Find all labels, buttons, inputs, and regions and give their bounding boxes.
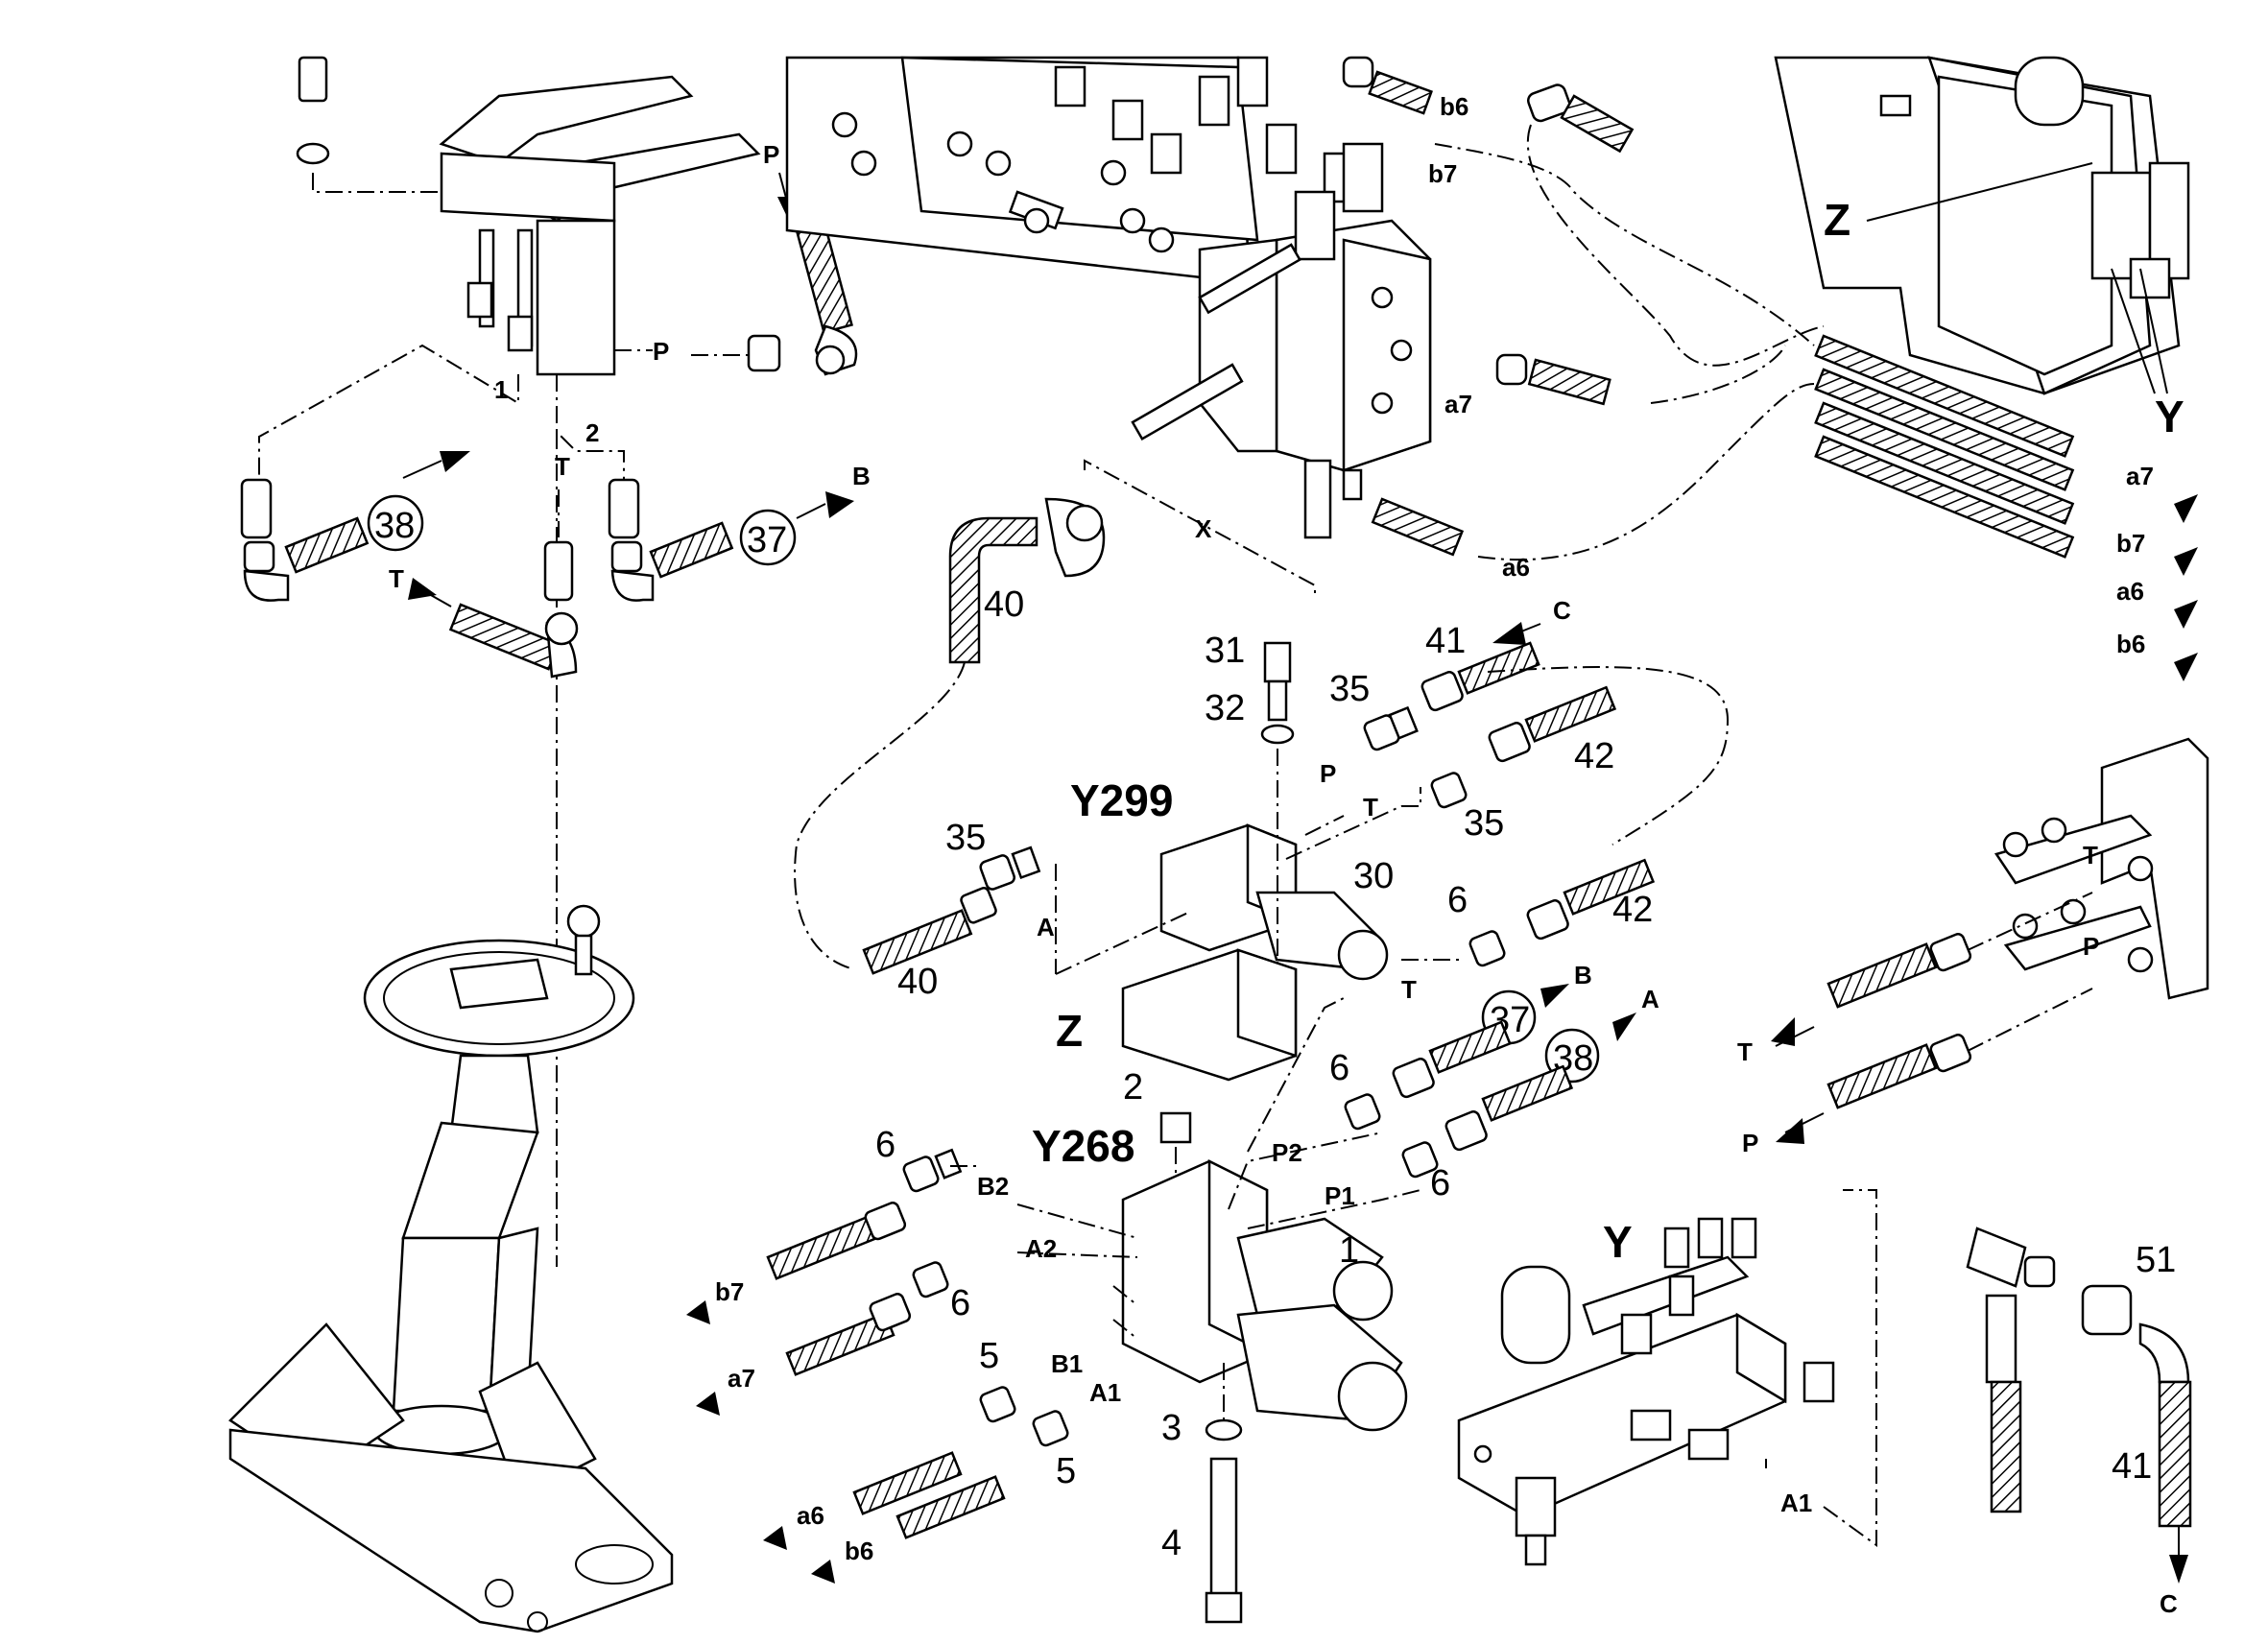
port-label: B (852, 462, 871, 490)
callout-32: 32 (1205, 688, 1245, 728)
fittings-Y268-left: 6 B2 b7 A2 6 a7 5 B1 A1 5 a6 b6 (686, 1125, 1121, 1584)
fittings-Y299-left: 35 40 (862, 818, 1041, 1002)
port-label: C (1553, 596, 1571, 625)
port-label: P1 (1325, 1181, 1355, 1210)
port-label: T (2083, 841, 2098, 870)
callout-6: 6 (1447, 880, 1468, 920)
hose-bundle-right: a7 b7 a6 b6 (1814, 334, 2198, 681)
port-label: T (555, 452, 570, 481)
port-label: A1 (1780, 1489, 1812, 1517)
callout-30: 30 (1353, 856, 1394, 896)
callout-6: 6 (950, 1283, 970, 1323)
fittings-top-left: A 38 37 B T T (240, 451, 871, 679)
port-label: a7 (1444, 390, 1472, 418)
port-label: b6 (2116, 630, 2145, 658)
port-label: b7 (2116, 529, 2145, 558)
cabinet-assembly: Z Y (1774, 56, 2190, 441)
port-label: P (1320, 759, 1336, 788)
port-label: C (2160, 1589, 2178, 1618)
callout-41: 41 (2112, 1446, 2152, 1487)
port-label: 1 (494, 375, 508, 404)
callout-3: 3 (1161, 1408, 1182, 1448)
callout-5: 5 (1056, 1451, 1076, 1491)
callout-40: 40 (984, 584, 1024, 625)
port-label: A (1641, 985, 1659, 1013)
port-label: B1 (1051, 1349, 1083, 1378)
callout-38: 38 (374, 506, 415, 546)
port-label: T (1363, 793, 1378, 822)
port-label: b7 (1428, 159, 1457, 188)
control-valve-block: b6 b7 a7 a6 X (785, 56, 1825, 595)
port-label: a6 (1502, 553, 1530, 582)
port-label: T (1737, 1037, 1753, 1066)
port-label: B2 (977, 1172, 1009, 1201)
pedal-valve: P 1 2 (258, 56, 761, 1267)
callout-42: 42 (1612, 890, 1653, 930)
callout-40: 40 (897, 962, 938, 1002)
port-label: 2 (585, 418, 599, 447)
label-Z-mid: Z (1056, 1006, 1083, 1056)
fittings-Y268-right: B 37 A 38 6 6 (1329, 961, 1659, 1203)
label-Y268: Y268 (1032, 1121, 1134, 1171)
port-label: a7 (2126, 462, 2154, 490)
callout-6: 6 (1329, 1048, 1349, 1088)
steering-column (228, 904, 674, 1633)
label-Y299: Y299 (1070, 775, 1173, 825)
port-label: P (1742, 1129, 1758, 1157)
hose-40-top: 40 (794, 497, 1106, 970)
manifold-right: T P T P (1737, 737, 2209, 1157)
callout-51: 51 (2136, 1240, 2176, 1280)
port-label: P (2083, 932, 2099, 961)
callout-31: 31 (1205, 631, 1245, 671)
callout-6: 6 (875, 1125, 895, 1165)
port-label: T (1401, 975, 1417, 1004)
callout-4: 4 (1161, 1523, 1182, 1563)
callout-5: 5 (979, 1336, 999, 1376)
hose-P-top: P (747, 140, 858, 376)
callout-35: 35 (1329, 669, 1370, 709)
port-label: B (1574, 961, 1592, 989)
valve-Y299: 31 32 Y299 30 P T A Z (1037, 631, 1421, 1082)
port-label: a7 (728, 1364, 755, 1393)
callout-35: 35 (1464, 803, 1504, 844)
callout-37: 37 (747, 520, 787, 560)
port-label: A1 (1089, 1378, 1121, 1407)
callout-41: 41 (1425, 621, 1466, 661)
port-label: T (389, 564, 404, 593)
callout-1: 1 (1339, 1230, 1359, 1271)
valve-Y268: 2 Y268 1 3 4 P2 P1 (1016, 997, 1421, 1624)
callout-2: 2 (1123, 1067, 1143, 1108)
label-Y-bottom: Y (1603, 1217, 1633, 1267)
fittings-Y299-right: C 41 35 42 35 6 42 T (1329, 596, 1730, 1004)
label-Y-top: Y (2155, 392, 2184, 441)
port-label: b6 (1440, 92, 1468, 121)
callout-42: 42 (1574, 736, 1614, 776)
port-label: P2 (1272, 1138, 1302, 1167)
callout-6: 6 (1430, 1163, 1450, 1203)
manifold-Y: Y A1 (1457, 1189, 1877, 1566)
hose-41-bottom: 51 41 C (1966, 1227, 2192, 1618)
port-label: b7 (715, 1277, 744, 1306)
port-label: P (763, 140, 779, 169)
port-label: A (1037, 913, 1055, 941)
port-label: a6 (2116, 577, 2144, 606)
port-label: a6 (797, 1501, 824, 1530)
port-label: b6 (845, 1537, 873, 1565)
port-label: A2 (1025, 1234, 1057, 1263)
port-label: P (653, 337, 669, 366)
callout-35: 35 (945, 818, 986, 858)
label-Z-top: Z (1824, 195, 1850, 245)
port-label: X (1195, 514, 1212, 543)
